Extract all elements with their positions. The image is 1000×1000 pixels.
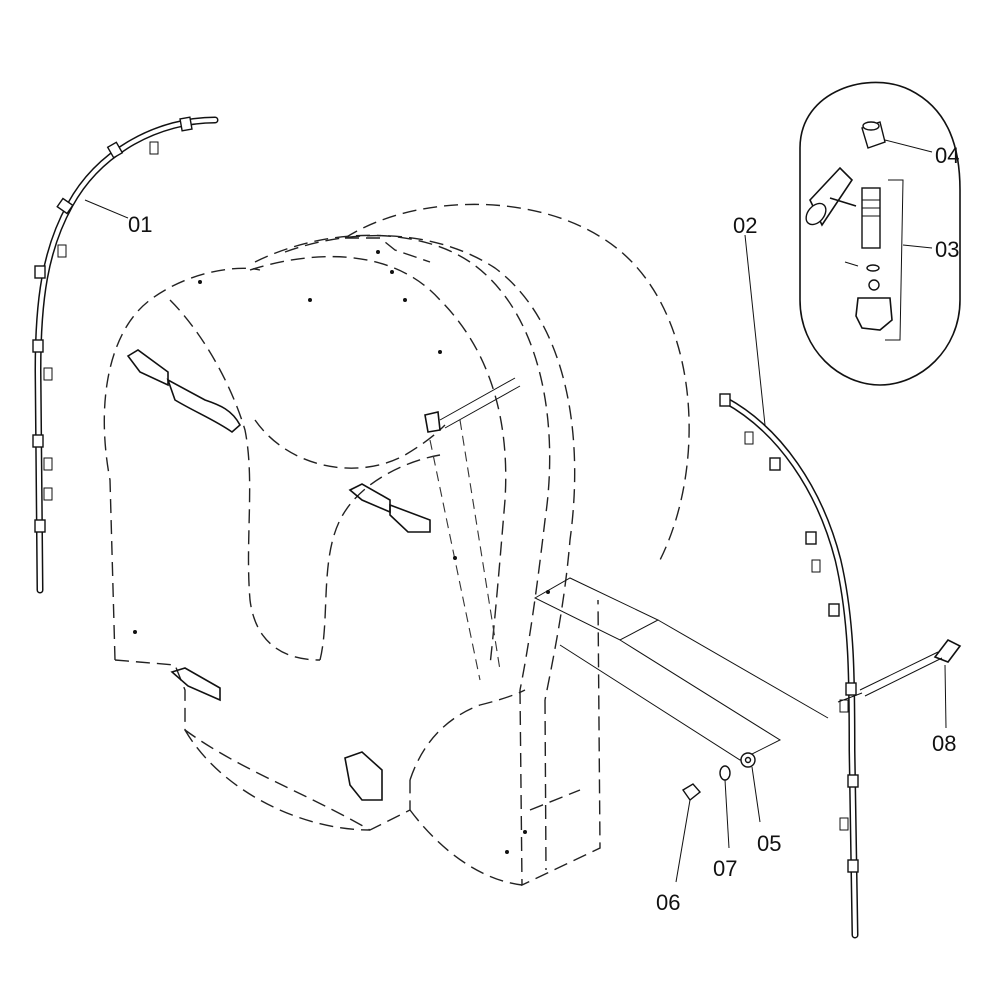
label-part-05: 05 [757, 831, 781, 856]
label-part-03: 03 [935, 237, 959, 262]
part-labels: 01 02 03 04 05 06 07 08 [128, 143, 959, 915]
hardware [675, 638, 962, 883]
label-part-06: 06 [656, 890, 680, 915]
nozzle-boom-left [32, 116, 219, 594]
nozzle-boom-right [719, 234, 859, 939]
label-part-07: 07 [713, 856, 737, 881]
label-part-02: 02 [733, 213, 757, 238]
nozzle-detail-inset [799, 81, 961, 386]
fender-assembly-outline [103, 203, 690, 887]
label-part-01: 01 [128, 212, 152, 237]
fender-brackets [126, 349, 521, 801]
rear-plate [533, 577, 829, 761]
label-part-04: 04 [935, 143, 959, 168]
label-part-08: 08 [932, 731, 956, 756]
mounting-holes [133, 250, 550, 854]
